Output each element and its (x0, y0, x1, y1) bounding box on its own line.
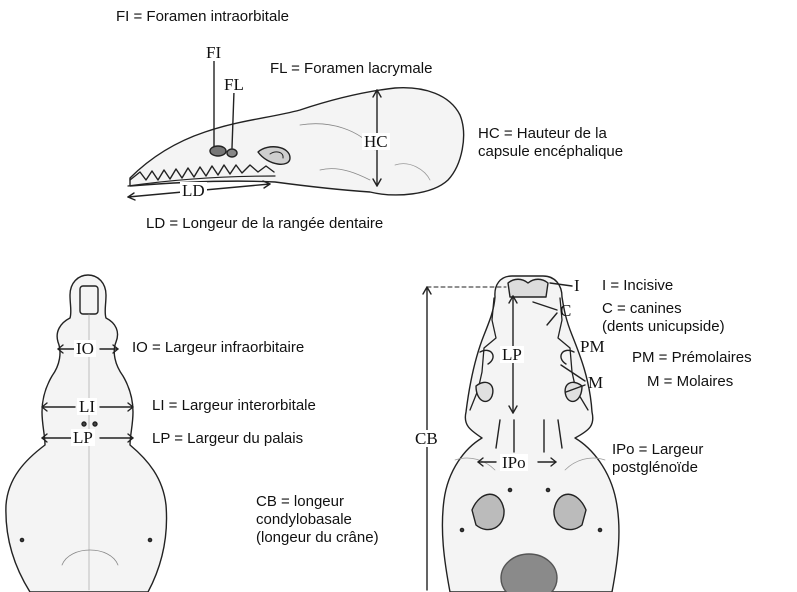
lateral-skull-view (128, 60, 464, 200)
abbr-hc: HC (362, 133, 390, 150)
legend-li: LI = Largeur interorbitale (152, 397, 316, 415)
legend-ld: LD = Longeur de la rangée dentaire (146, 215, 383, 233)
abbr-io: IO (74, 340, 96, 357)
abbr-li: LI (77, 398, 97, 415)
legend-m: M = Molaires (647, 373, 733, 391)
legend-io: IO = Largeur infraorbitaire (132, 339, 304, 357)
abbr-ld: LD (180, 182, 207, 199)
legend-fi: FI = Foramen intraorbitale (116, 8, 289, 26)
legend-hc: HC = Hauteur de la capsule encéphalique (478, 125, 623, 161)
ventral-skull-view (423, 276, 619, 592)
legend-pm: PM = Prémolaires (632, 349, 752, 367)
legend-i: I = Incisive (602, 277, 673, 295)
legend-ipo: IPo = Largeur postglénoïde (612, 441, 703, 477)
legend-c: C = canines (dents unicupside) (602, 300, 725, 336)
abbr-cb: CB (413, 430, 440, 447)
abbr-m: M (588, 374, 603, 391)
abbr-lp-ventral: LP (500, 346, 524, 363)
abbr-i: I (574, 277, 580, 294)
abbr-ipo: IPo (500, 454, 528, 471)
legend-cb: CB = longeur condylobasale (longeur du c… (256, 493, 379, 547)
legend-lp: LP = Largeur du palais (152, 430, 303, 448)
abbr-lp: LP (71, 429, 95, 446)
abbr-fl: FL (222, 76, 246, 93)
abbr-fi: FI (204, 44, 223, 61)
legend-fl: FL = Foramen lacrymale (270, 60, 432, 78)
abbr-pm: PM (580, 338, 605, 355)
abbr-c: C (560, 302, 571, 319)
